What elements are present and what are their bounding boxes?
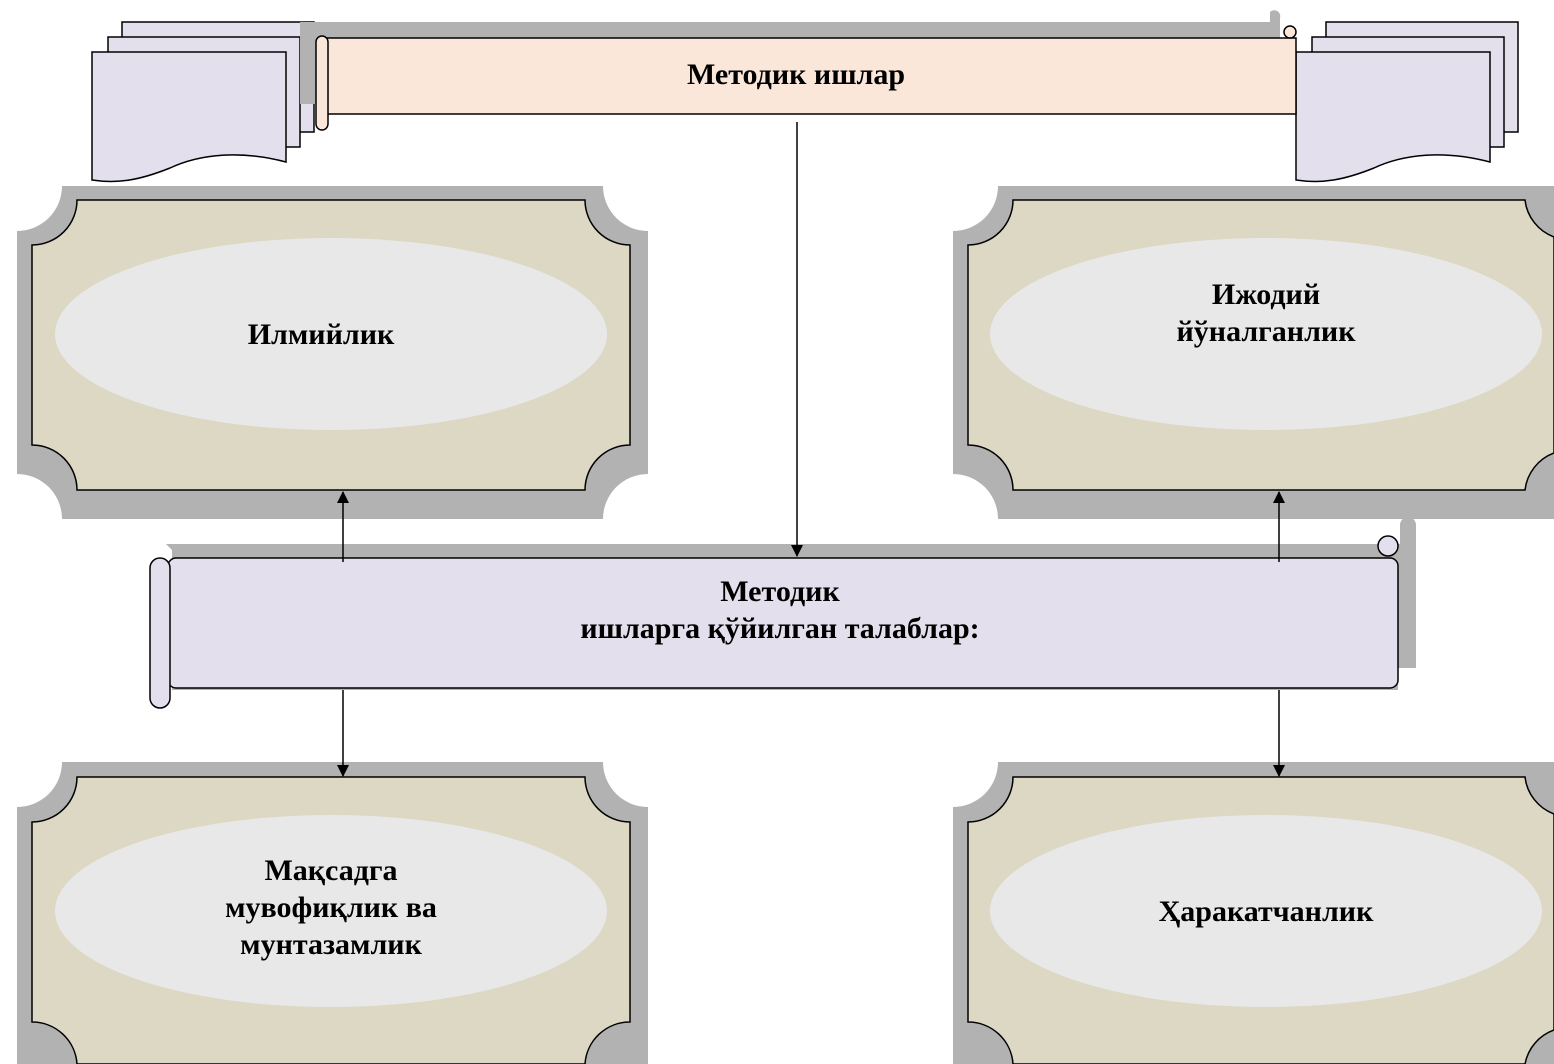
center-banner-line-1: Методик xyxy=(440,573,1120,610)
document-stack-left xyxy=(92,22,314,182)
box-bottom-left-line-2: мувофиқлик ва xyxy=(141,889,521,926)
box-top-right-line-1: Ижодий xyxy=(1076,276,1456,313)
box-bottom-left-label: Мақсадга мувофиқлик ва мунтазамлик xyxy=(141,852,521,963)
center-banner-right-curl xyxy=(1378,536,1398,556)
document-sheet-front xyxy=(92,52,286,182)
box-top-right xyxy=(953,186,1554,519)
box-top-right-label: Ижодий йўналганлик xyxy=(1076,276,1456,350)
box-bottom-left-line-3: мунтазамлик xyxy=(141,926,521,963)
box-top-left-label: Илмийлик xyxy=(131,316,511,353)
document-sheet-front xyxy=(1296,52,1490,182)
box-bottom-left-line-1: Мақсадга xyxy=(141,852,521,889)
top-banner-label: Методик ишлар xyxy=(596,56,996,93)
document-stack-right xyxy=(1296,22,1518,182)
box-top-left-line-1: Илмийлик xyxy=(131,316,511,353)
center-banner-line-2: ишларга қўйилган талаблар: xyxy=(440,610,1120,647)
top-banner-left-curl xyxy=(316,36,328,130)
center-banner-label: Методик ишларга қўйилган талаблар: xyxy=(440,573,1120,647)
top-banner-right-curl xyxy=(1284,26,1296,38)
box-bottom-right-line-1: Ҳаракатчанлик xyxy=(1076,893,1456,930)
box-bottom-right-label: Ҳаракатчанлик xyxy=(1076,893,1456,930)
center-banner-left-curl xyxy=(150,558,170,708)
box-top-right-line-2: йўналганлик xyxy=(1076,313,1456,350)
